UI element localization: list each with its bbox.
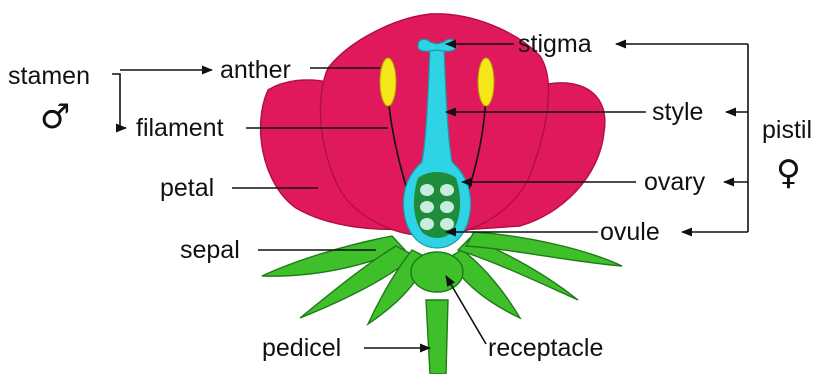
label-anther: anther <box>220 56 291 84</box>
label-style: style <box>652 98 703 126</box>
label-petal: petal <box>160 174 214 202</box>
label-stigma: stigma <box>518 30 592 58</box>
label-pedicel: pedicel <box>262 334 341 362</box>
male-symbol: ♂ <box>40 97 70 137</box>
label-ovary: ovary <box>644 168 706 196</box>
label-filament: filament <box>136 114 224 142</box>
female-symbol: ♀ <box>776 153 801 193</box>
label-ovule: ovule <box>600 218 660 246</box>
stamen-bracket <box>112 74 126 128</box>
pedicel-stem <box>426 300 448 374</box>
label-receptacle: receptacle <box>488 334 603 362</box>
label-sepal: sepal <box>180 236 240 264</box>
label-pistil: pistil <box>762 116 812 144</box>
label-stamen: stamen <box>8 62 90 90</box>
anther-left <box>380 58 396 106</box>
anther-right <box>478 58 494 106</box>
receptacle-shape <box>411 252 463 292</box>
